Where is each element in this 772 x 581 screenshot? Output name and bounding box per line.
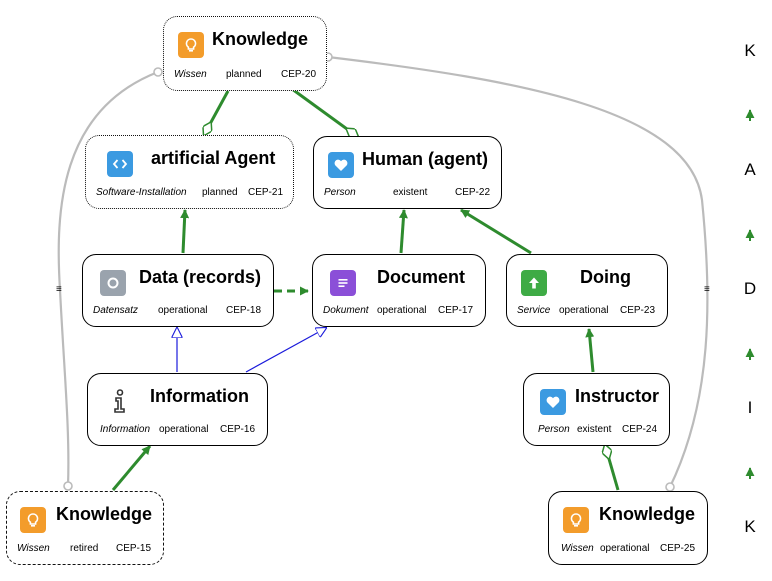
record-icon <box>100 270 126 296</box>
node-artificial-agent[interactable]: artificial Agent Software-Installation p… <box>85 135 294 209</box>
node-code: CEP-24 <box>621 424 657 435</box>
edge-document-human <box>398 209 408 254</box>
lightbulb-icon <box>178 32 204 58</box>
node-type: Dokument <box>323 305 369 316</box>
equivalence-mark-left: ≡ <box>56 284 62 295</box>
node-knowledge-top[interactable]: Knowledge Wissen planned CEP-20 <box>163 16 327 91</box>
legend-letter-i: I <box>747 398 753 417</box>
node-document[interactable]: Document Dokument operational CEP-17 <box>312 254 486 327</box>
node-title: Information <box>150 386 249 406</box>
node-title: Instructor <box>575 386 660 406</box>
node-code: CEP-15 <box>115 543 151 554</box>
node-information[interactable]: Information Information operational CEP-… <box>87 373 268 446</box>
legend-letter-a: A <box>744 160 756 179</box>
edge-knowledge-instructor <box>605 445 620 491</box>
node-type: Service <box>517 305 551 316</box>
heart-icon <box>328 152 354 178</box>
node-status: planned <box>226 69 262 80</box>
heart-icon <box>540 389 566 415</box>
edge-knowledge-artificial <box>204 90 230 135</box>
node-type: Software-Installation <box>96 187 187 198</box>
info-icon <box>106 386 134 416</box>
node-code: CEP-20 <box>280 69 316 80</box>
legend-letter-k-top: K <box>744 41 756 60</box>
node-code: CEP-25 <box>659 543 695 554</box>
node-knowledge-retired[interactable]: Knowledge Wissen retired CEP-15 <box>6 491 164 565</box>
node-code: CEP-22 <box>454 187 490 198</box>
node-type: Person <box>324 187 356 198</box>
node-title: Knowledge <box>599 504 696 524</box>
node-instructor[interactable]: Instructor Person existent CEP-24 <box>523 373 670 446</box>
node-title: artificial Agent <box>151 148 276 168</box>
node-type: Person <box>538 424 570 435</box>
edge-data-artificial <box>180 209 190 254</box>
node-type: Wissen <box>17 543 50 554</box>
node-title: Data (records) <box>139 267 262 287</box>
node-code: CEP-23 <box>619 305 655 316</box>
lightbulb-icon <box>563 507 589 533</box>
gray-edge-left <box>57 67 163 491</box>
edge-knowledge-information <box>111 445 152 491</box>
node-code: CEP-17 <box>437 305 473 316</box>
edge-instructor-doing <box>585 328 595 373</box>
node-type: Wissen <box>561 543 594 554</box>
document-icon <box>330 270 356 296</box>
node-title: Human (agent) <box>362 149 488 169</box>
node-data-records[interactable]: Data (records) Datensatz operational CEP… <box>82 254 274 327</box>
gray-edge-right <box>323 52 709 492</box>
node-status: retired <box>70 543 99 554</box>
node-code: CEP-21 <box>247 187 283 198</box>
node-code: CEP-16 <box>219 424 255 435</box>
node-type: Information <box>100 424 151 435</box>
legend-letter-d: D <box>743 279 757 298</box>
node-title: Doing <box>580 267 631 287</box>
node-code: CEP-18 <box>225 305 261 316</box>
node-status: planned <box>202 187 238 198</box>
node-status: existent <box>577 424 612 435</box>
lightbulb-icon <box>20 507 46 533</box>
edge-information-document <box>245 328 326 373</box>
equivalence-mark-right: ≡ <box>704 284 710 295</box>
node-status: operational <box>377 305 427 316</box>
node-status: operational <box>158 305 208 316</box>
node-human-agent[interactable]: Human (agent) Person existent CEP-22 <box>313 136 502 209</box>
node-title: Knowledge <box>56 504 153 524</box>
node-status: operational <box>600 543 650 554</box>
node-title: Document <box>377 267 466 287</box>
node-knowledge-operational[interactable]: Knowledge Wissen operational CEP-25 <box>548 491 708 565</box>
edge-knowledge-human <box>291 87 358 137</box>
node-type: Wissen <box>174 69 207 80</box>
node-status: operational <box>159 424 209 435</box>
node-status: existent <box>393 187 428 198</box>
code-icon <box>107 151 133 177</box>
edge-doing-human <box>460 208 532 255</box>
node-type: Datensatz <box>93 305 139 316</box>
arrow-up-icon <box>521 270 547 296</box>
legend-letter-k-bottom: K <box>744 517 756 536</box>
node-doing[interactable]: Doing Service operational CEP-23 <box>506 254 668 327</box>
node-status: operational <box>559 305 609 316</box>
node-title: Knowledge <box>212 29 309 49</box>
